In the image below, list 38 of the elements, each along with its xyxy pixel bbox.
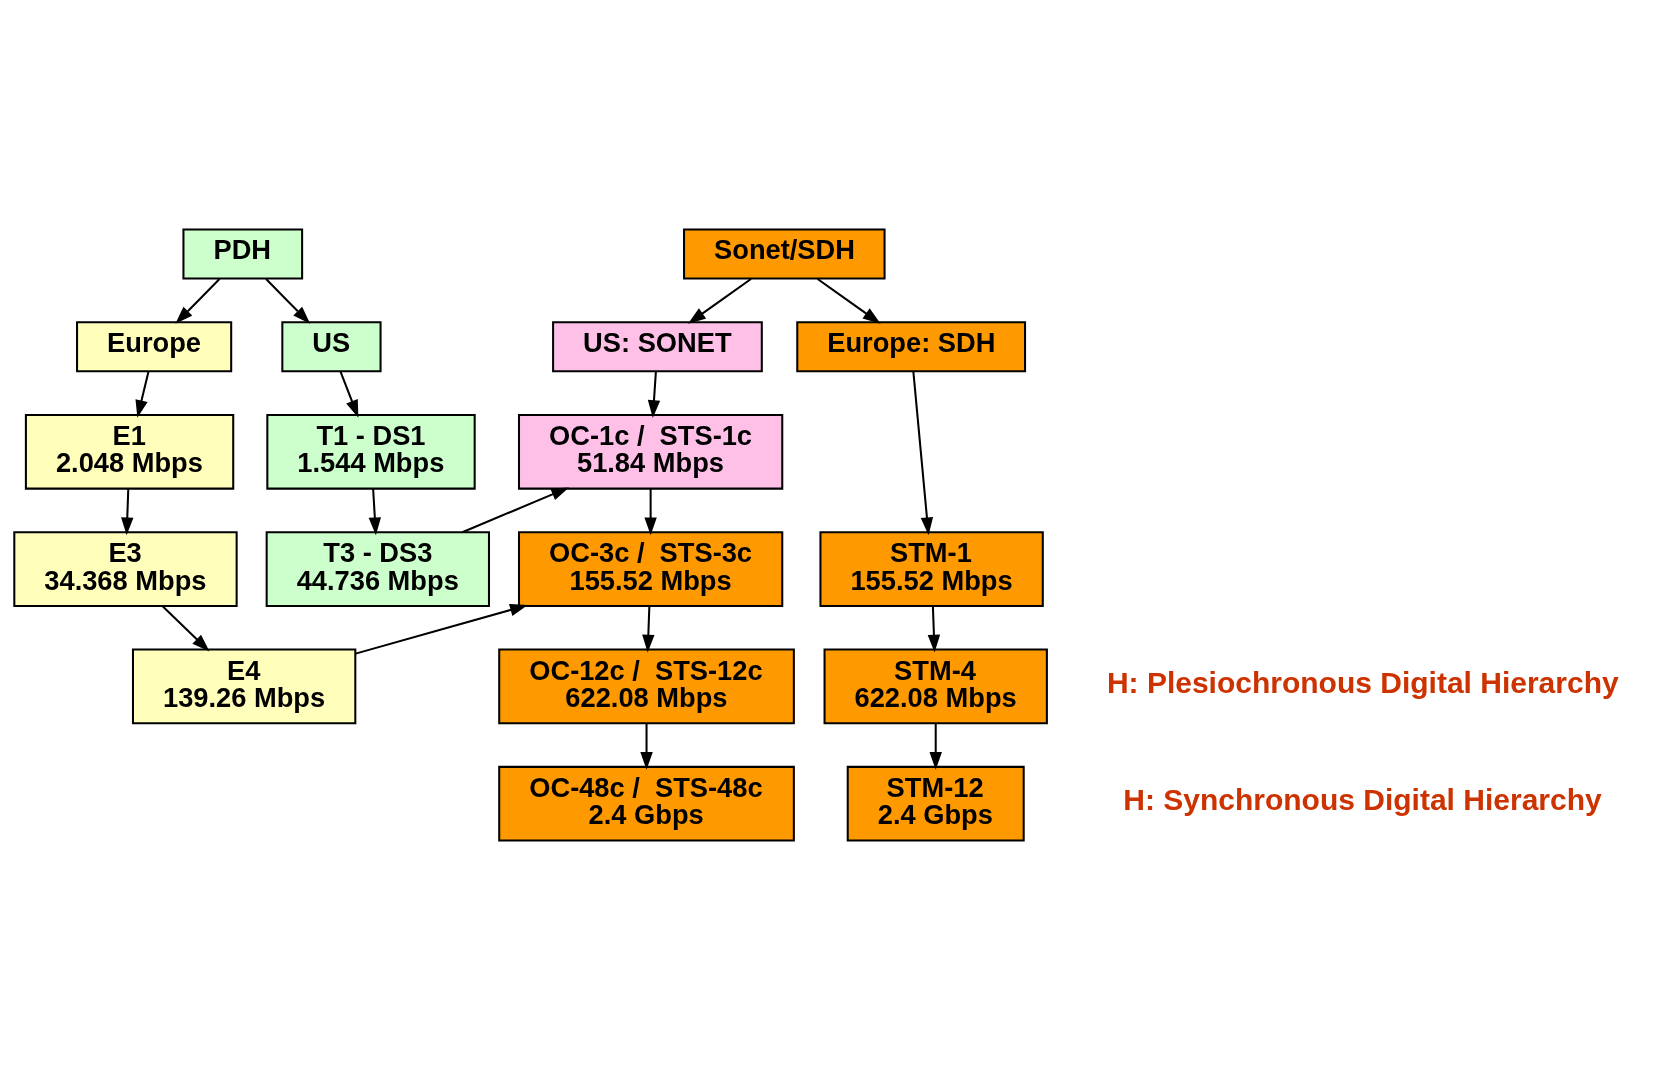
label: H: Plesiochronous Digital Hierarchy [1106,665,1619,699]
arrow [339,370,359,418]
arrow [912,371,934,535]
node-box: OC-1c / STS-1c 51.84 Mbps [517,413,784,490]
node-box: STM-1 155.52 Mbps [819,530,1044,607]
arrow [644,488,657,535]
arrow [368,488,382,535]
node-box: STM-4 622.08 Mbps [823,648,1048,724]
arrow [265,277,311,324]
arrow [161,604,210,652]
arrow [817,277,881,324]
arrow [175,277,221,324]
node-box: Europe: SDH [796,320,1027,372]
node-box: US [281,320,382,372]
arrow [640,722,653,770]
node-box: E4 139.26 Mbps [131,648,357,724]
node-box: PDH [182,227,304,280]
arrow [929,722,942,770]
node-box: OC-12c / STS-12c 622.08 Mbps [498,648,795,724]
node-box: Sonet/SDH [683,227,886,280]
arrow [121,488,134,535]
node-box: US: SONET [552,320,763,372]
node-box: OC-48c / STS-48c 2.4 Gbps [498,765,795,842]
node-box: Europe [76,320,233,372]
node-box: E3 34.368 Mbps [13,530,238,607]
arrow [688,277,752,324]
node-box: OC-3c / STS-3c 155.52 Mbps [517,530,784,607]
arrow [647,370,661,418]
node-box: T1 - DS1 1.544 Mbps [266,413,476,490]
arrow [355,603,528,655]
arrow [461,486,570,533]
arrow [927,605,941,653]
label: H: Synchronous Digital Hierarchy [1123,782,1602,816]
node-box: T3 - DS3 44.736 Mbps [265,530,490,607]
arrow [135,370,150,418]
node-box: E1 2.048 Mbps [24,413,235,490]
node-box: STM-12 2.4 Gbps [846,765,1025,842]
arrow [642,605,655,653]
